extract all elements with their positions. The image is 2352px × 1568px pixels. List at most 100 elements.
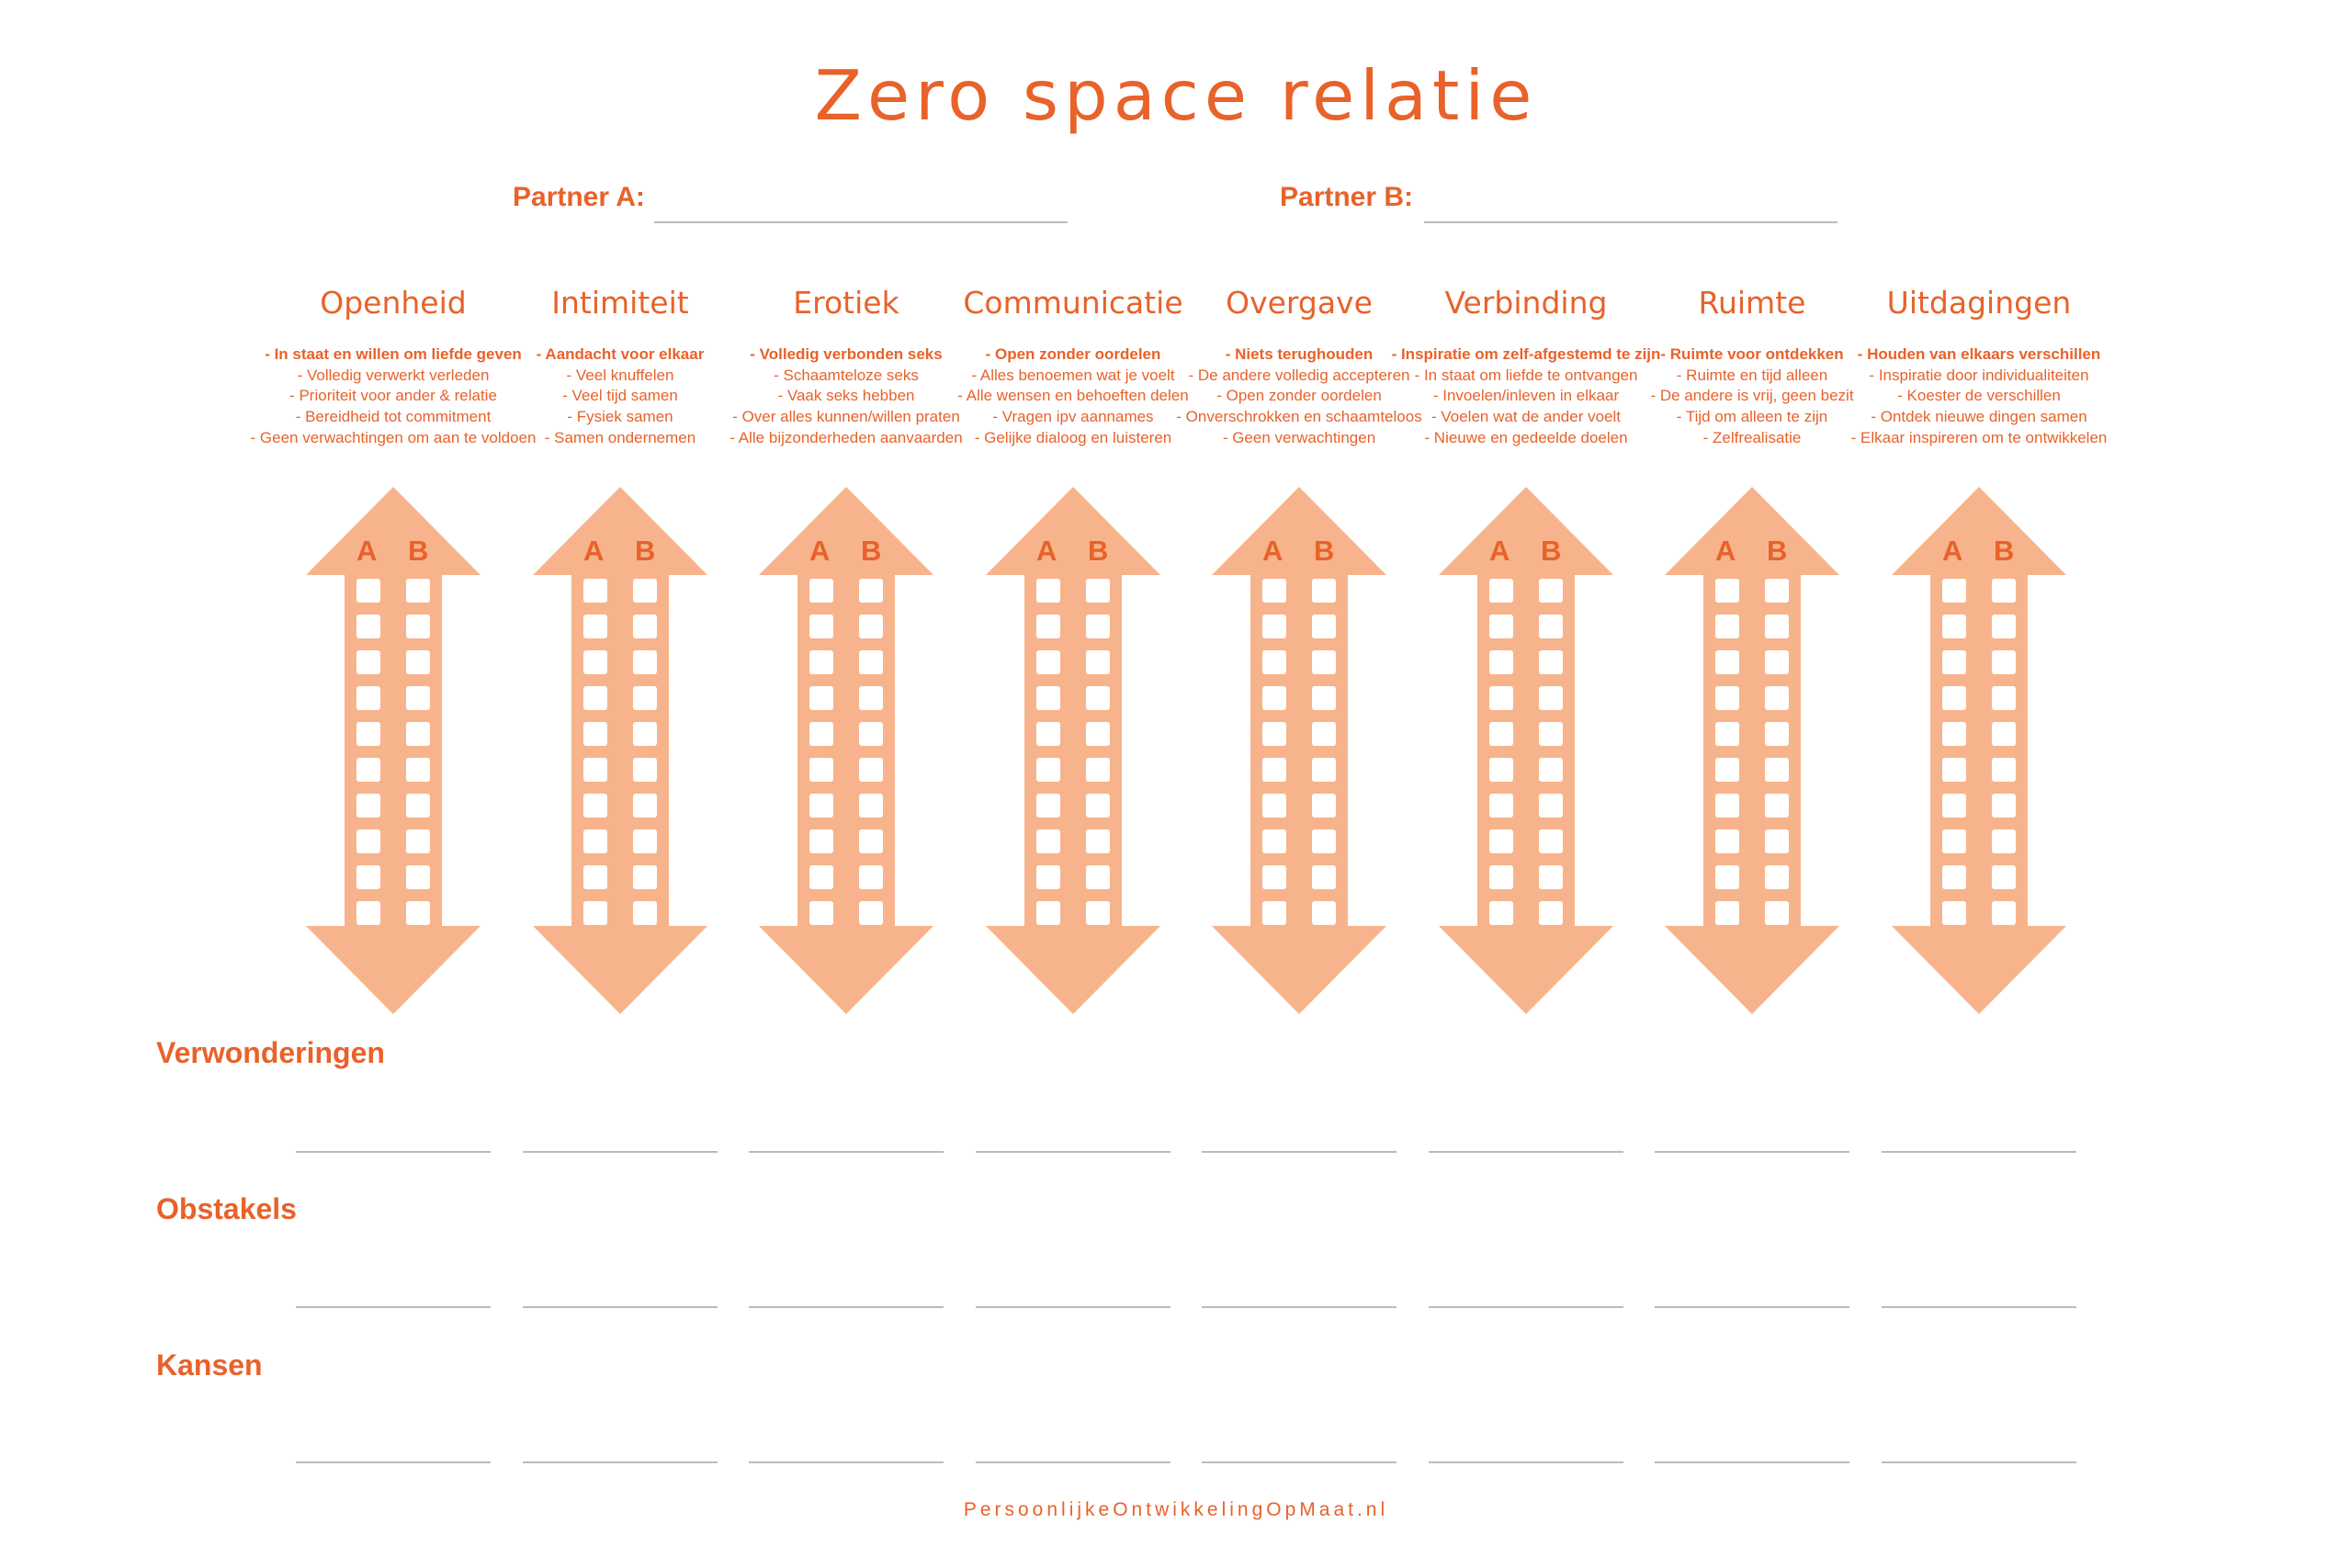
- write-line[interactable]: [1202, 1306, 1396, 1308]
- score-box-a[interactable]: [809, 901, 833, 925]
- write-line[interactable]: [296, 1461, 491, 1463]
- score-box-a[interactable]: [1036, 686, 1060, 710]
- score-box-a[interactable]: [1262, 901, 1286, 925]
- score-box-b[interactable]: [1539, 579, 1563, 603]
- write-line[interactable]: [523, 1151, 718, 1153]
- score-box-b[interactable]: [1539, 650, 1563, 674]
- score-box-b[interactable]: [1086, 579, 1110, 603]
- score-box-a[interactable]: [809, 829, 833, 853]
- write-line[interactable]: [1429, 1151, 1623, 1153]
- score-box-a[interactable]: [1942, 579, 1966, 603]
- score-box-b[interactable]: [406, 865, 430, 889]
- score-box-b[interactable]: [1312, 686, 1336, 710]
- score-box-a[interactable]: [1942, 686, 1966, 710]
- score-box-b[interactable]: [1086, 650, 1110, 674]
- score-box-b[interactable]: [1765, 615, 1789, 638]
- write-line[interactable]: [1202, 1151, 1396, 1153]
- score-box-b[interactable]: [1539, 722, 1563, 746]
- score-box-a[interactable]: [356, 829, 380, 853]
- score-box-a[interactable]: [1942, 901, 1966, 925]
- score-box-b[interactable]: [1086, 722, 1110, 746]
- score-box-b[interactable]: [859, 794, 883, 818]
- score-box-a[interactable]: [1262, 865, 1286, 889]
- score-box-b[interactable]: [1765, 722, 1789, 746]
- score-box-a[interactable]: [1942, 758, 1966, 782]
- score-box-a[interactable]: [1489, 865, 1513, 889]
- score-box-b[interactable]: [1312, 722, 1336, 746]
- score-box-b[interactable]: [633, 686, 657, 710]
- score-box-a[interactable]: [583, 615, 607, 638]
- score-box-a[interactable]: [1262, 794, 1286, 818]
- score-box-b[interactable]: [859, 901, 883, 925]
- score-box-a[interactable]: [809, 794, 833, 818]
- score-box-a[interactable]: [583, 901, 607, 925]
- score-box-a[interactable]: [356, 579, 380, 603]
- write-line[interactable]: [1429, 1461, 1623, 1463]
- score-box-a[interactable]: [1715, 758, 1739, 782]
- score-box-b[interactable]: [406, 579, 430, 603]
- write-line[interactable]: [749, 1306, 944, 1308]
- score-box-b[interactable]: [1086, 794, 1110, 818]
- write-line[interactable]: [749, 1151, 944, 1153]
- score-box-a[interactable]: [809, 758, 833, 782]
- score-box-b[interactable]: [406, 650, 430, 674]
- score-box-a[interactable]: [1489, 650, 1513, 674]
- score-box-b[interactable]: [406, 615, 430, 638]
- score-box-b[interactable]: [1765, 650, 1789, 674]
- score-box-a[interactable]: [356, 901, 380, 925]
- write-line[interactable]: [1655, 1151, 1849, 1153]
- score-box-a[interactable]: [1489, 829, 1513, 853]
- score-box-a[interactable]: [1489, 758, 1513, 782]
- score-box-b[interactable]: [1086, 686, 1110, 710]
- score-box-b[interactable]: [1992, 650, 2016, 674]
- write-line[interactable]: [1655, 1461, 1849, 1463]
- score-box-a[interactable]: [809, 722, 833, 746]
- score-box-b[interactable]: [633, 829, 657, 853]
- score-box-b[interactable]: [633, 794, 657, 818]
- score-box-a[interactable]: [1036, 615, 1060, 638]
- score-box-b[interactable]: [633, 579, 657, 603]
- score-box-a[interactable]: [1715, 865, 1739, 889]
- score-box-b[interactable]: [633, 901, 657, 925]
- score-box-b[interactable]: [406, 901, 430, 925]
- score-box-a[interactable]: [583, 829, 607, 853]
- write-line[interactable]: [1655, 1306, 1849, 1308]
- score-box-a[interactable]: [1942, 615, 1966, 638]
- score-box-b[interactable]: [1992, 615, 2016, 638]
- score-box-b[interactable]: [859, 686, 883, 710]
- score-box-b[interactable]: [859, 829, 883, 853]
- score-box-a[interactable]: [1489, 794, 1513, 818]
- score-box-b[interactable]: [406, 686, 430, 710]
- score-box-b[interactable]: [633, 758, 657, 782]
- score-box-b[interactable]: [1312, 794, 1336, 818]
- score-box-a[interactable]: [1262, 722, 1286, 746]
- score-box-b[interactable]: [1539, 686, 1563, 710]
- score-box-a[interactable]: [1489, 901, 1513, 925]
- score-box-b[interactable]: [1312, 615, 1336, 638]
- score-box-a[interactable]: [583, 758, 607, 782]
- score-box-a[interactable]: [809, 865, 833, 889]
- score-box-b[interactable]: [1086, 829, 1110, 853]
- score-box-a[interactable]: [1036, 829, 1060, 853]
- score-box-a[interactable]: [1036, 794, 1060, 818]
- score-box-b[interactable]: [1086, 758, 1110, 782]
- score-box-a[interactable]: [1942, 794, 1966, 818]
- write-line[interactable]: [1202, 1461, 1396, 1463]
- write-line[interactable]: [523, 1306, 718, 1308]
- score-box-b[interactable]: [1086, 901, 1110, 925]
- score-box-b[interactable]: [1086, 865, 1110, 889]
- write-line[interactable]: [976, 1306, 1170, 1308]
- score-box-b[interactable]: [1765, 758, 1789, 782]
- score-box-a[interactable]: [1489, 722, 1513, 746]
- score-box-a[interactable]: [1942, 865, 1966, 889]
- score-box-b[interactable]: [1312, 758, 1336, 782]
- score-box-a[interactable]: [1715, 615, 1739, 638]
- score-box-b[interactable]: [406, 758, 430, 782]
- score-box-b[interactable]: [1765, 829, 1789, 853]
- write-line[interactable]: [749, 1461, 944, 1463]
- partner-a-field[interactable]: [654, 221, 1068, 223]
- score-box-a[interactable]: [356, 865, 380, 889]
- score-box-b[interactable]: [1765, 794, 1789, 818]
- write-line[interactable]: [976, 1151, 1170, 1153]
- score-box-a[interactable]: [1262, 579, 1286, 603]
